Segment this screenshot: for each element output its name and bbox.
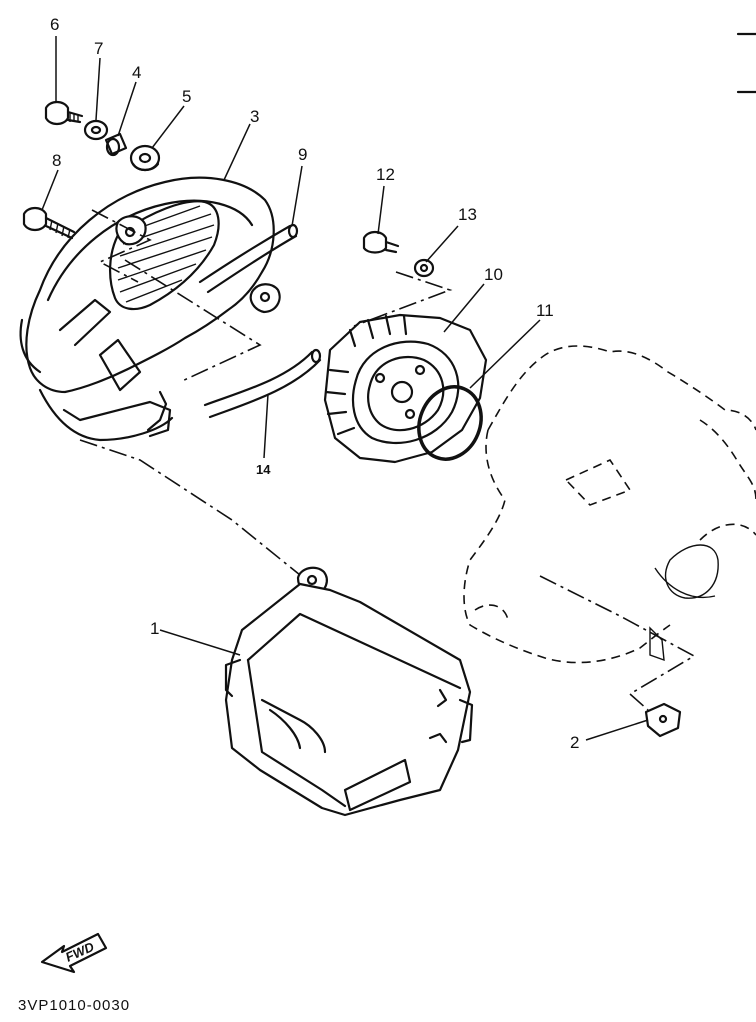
callout-13: 13 [458, 205, 477, 224]
callout-14: 14 [256, 462, 271, 477]
callout-4: 4 [132, 63, 141, 82]
callout-7: 7 [94, 39, 103, 58]
callout-6: 6 [50, 15, 59, 34]
washer-7 [83, 119, 109, 141]
callout-12: 12 [376, 165, 395, 184]
diagram-code: 3VP1010-0030 [18, 997, 130, 1014]
callout-3: 3 [250, 107, 259, 126]
clip-2 [644, 702, 682, 738]
o-ring [417, 385, 483, 461]
bolt-6 [44, 100, 84, 126]
leader-lines [41, 36, 649, 741]
washer-13 [413, 258, 435, 278]
callout-10: 10 [484, 265, 503, 284]
edge-marks [736, 32, 756, 94]
hose-14 [203, 348, 322, 419]
cylinder-head [323, 313, 488, 464]
bolt-12 [362, 230, 400, 254]
grommet-5 [129, 144, 161, 172]
callout-9: 9 [298, 145, 307, 164]
assembly-lines [79, 209, 696, 711]
engine-outline [463, 345, 756, 664]
callout-8: 8 [52, 151, 61, 170]
callout-5: 5 [182, 87, 191, 106]
fwd-arrow: FWD [40, 932, 108, 974]
air-shroud [224, 566, 474, 817]
collar-4 [104, 132, 128, 157]
hose-9 [198, 223, 299, 294]
fan-shroud [19, 176, 281, 442]
callout-11: 11 [536, 301, 554, 320]
screw-8 [22, 206, 76, 240]
callout-2: 2 [570, 733, 579, 752]
callout-1: 1 [150, 619, 159, 638]
callout-labels: 6 7 4 5 3 8 9 12 13 10 11 14 1 2 [50, 15, 579, 752]
